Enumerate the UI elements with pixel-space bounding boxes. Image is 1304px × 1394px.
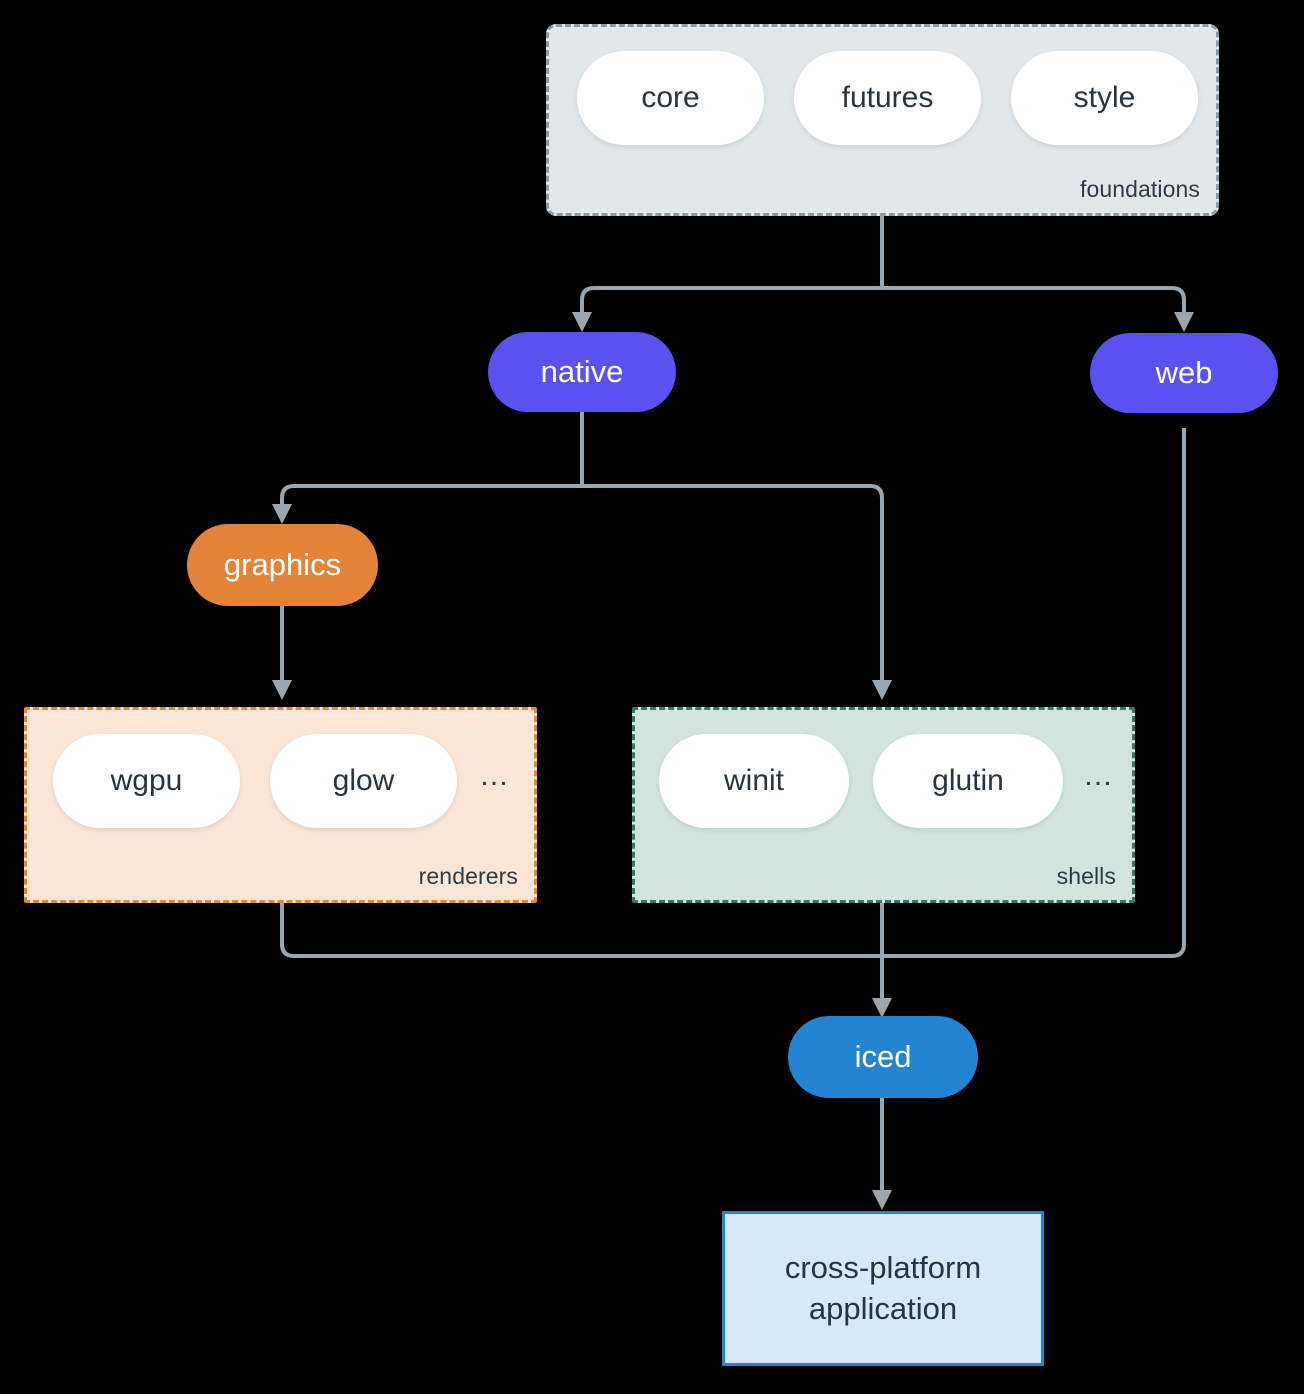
leaf-renderers-more: … [479,759,510,792]
group-label-renderers: renderers [418,863,518,889]
group-foundations: core futures style foundations [546,24,1219,216]
node-graphics[interactable]: graphics [187,524,378,606]
edge-bus-web [882,286,1186,318]
leaf-wgpu[interactable]: wgpu [53,734,240,828]
leaf-futures[interactable]: futures [794,51,981,145]
edge-bus-graphics [280,484,582,510]
arrowhead-application [872,1190,892,1210]
renderers-items: wgpu glow … [53,734,510,828]
node-native[interactable]: native [488,332,676,412]
arrowhead-graphics [272,504,292,524]
application-line-1: cross-platform [784,1250,982,1286]
group-shells: winit glutin … shells [632,707,1135,903]
leaf-core[interactable]: core [577,51,764,145]
leaf-shells-more: … [1083,759,1114,792]
group-label-shells: shells [1056,863,1116,889]
group-renderers: wgpu glow … renderers [24,707,537,903]
group-label-foundations: foundations [1079,176,1200,202]
leaf-glow[interactable]: glow [270,734,457,828]
leaf-glutin[interactable]: glutin [873,734,1063,828]
arrowhead-native [572,312,592,332]
node-web[interactable]: web [1090,333,1278,413]
edge-renderers-merge [280,902,882,958]
edge-web-merge [882,428,1186,958]
application-line-2: application [808,1290,958,1326]
arrowhead-renderers [272,680,292,700]
arrowhead-web [1174,312,1194,332]
leaf-winit[interactable]: winit [659,734,849,828]
node-iced[interactable]: iced [788,1016,978,1098]
edge-bus-native [580,286,882,318]
foundations-items: core futures style [577,51,1198,145]
arrowhead-shells [872,680,892,700]
leaf-style[interactable]: style [1011,51,1198,145]
arrowhead-iced [872,998,892,1018]
node-cross-platform-application[interactable]: cross-platform application [722,1211,1044,1366]
shells-items: winit glutin … [659,734,1114,828]
edge-bus-shells [582,484,884,686]
